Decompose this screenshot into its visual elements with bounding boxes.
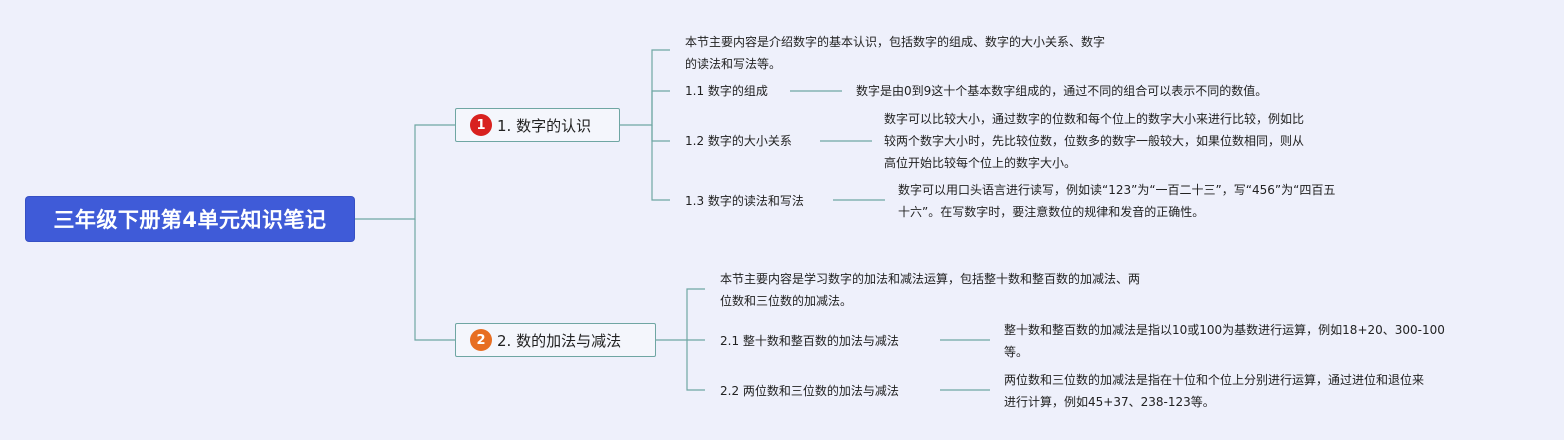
intro-line: 本节主要内容是介绍数字的基本认识，包括数字的组成、数字的大小关系、数字 [685, 35, 1106, 49]
detail-line: 数字可以比较大小，通过数字的位数和每个位上的数字大小来进行比较，例如比 [884, 112, 1305, 126]
detail-line: 较两个数字大小时，先比较位数，位数多的数字一般较大，如果位数相同，则从 [884, 134, 1305, 148]
detail-line: 整十数和整百数的加减法是指以10或100为基数进行运算，例如18+20、300-… [1004, 323, 1445, 337]
subtopic-1-1-detail: 数字是由0到9这十个基本数字组成的，通过不同的组合可以表示不同的数值。 [856, 80, 1267, 102]
subtopic-1-2[interactable]: 1.2 数字的大小关系 [685, 134, 792, 148]
detail-line: 十六”。在写数字时，要注意数位的规律和发音的正确性。 [898, 205, 1205, 219]
subtopic-2-1[interactable]: 2.1 整十数和整百数的加法与减法 [720, 334, 899, 348]
detail-line: 数字是由0到9这十个基本数字组成的，通过不同的组合可以表示不同的数值。 [856, 84, 1268, 98]
topic-node-1[interactable]: 1 1. 数字的认识 [455, 108, 620, 142]
subtopic-2-2[interactable]: 2.2 两位数和三位数的加法与减法 [720, 384, 899, 398]
number-badge-2: 2 [470, 329, 492, 351]
intro-line: 本节主要内容是学习数字的加法和减法运算，包括整十数和整百数的加减法、两 [720, 272, 1141, 286]
topic-1-intro: 本节主要内容是介绍数字的基本认识，包括数字的组成、数字的大小关系、数字 的读法和… [685, 31, 1105, 75]
number-badge-1: 1 [470, 114, 492, 136]
topic-label-1: 1. 数字的认识 [497, 116, 592, 135]
topic-2-intro: 本节主要内容是学习数字的加法和减法运算，包括整十数和整百数的加减法、两 位数和三… [720, 268, 1140, 312]
detail-line: 两位数和三位数的加减法是指在十位和个位上分别进行运算，通过进位和退位来 [1004, 373, 1425, 387]
detail-line: 进行计算，例如45+37、238-123等。 [1004, 395, 1215, 409]
detail-line: 等。 [1004, 345, 1029, 359]
topic-node-2[interactable]: 2 2. 数的加法与减法 [455, 323, 656, 357]
subtopic-1-2-detail: 数字可以比较大小，通过数字的位数和每个位上的数字大小来进行比较，例如比 较两个数… [884, 108, 1304, 174]
topic-label-2: 2. 数的加法与减法 [497, 331, 622, 350]
root-title: 三年级下册第4单元知识笔记 [53, 208, 327, 232]
intro-line: 位数和三位数的加减法。 [720, 294, 853, 308]
root-node[interactable]: 三年级下册第4单元知识笔记 [26, 197, 354, 241]
subtopic-2-1-detail: 整十数和整百数的加减法是指以10或100为基数进行运算，例如18+20、300-… [1004, 319, 1445, 363]
subtopic-1-3-detail: 数字可以用口头语言进行读写，例如读“123”为“一百二十三”，写“456”为“四… [898, 179, 1335, 223]
subtopic-1-1[interactable]: 1.1 数字的组成 [685, 84, 768, 98]
intro-line: 的读法和写法等。 [685, 57, 782, 71]
detail-line: 数字可以用口头语言进行读写，例如读“123”为“一百二十三”，写“456”为“四… [898, 183, 1336, 197]
detail-line: 高位开始比较每个位上的数字大小。 [884, 156, 1077, 170]
subtopic-1-3[interactable]: 1.3 数字的读法和写法 [685, 194, 804, 208]
subtopic-2-2-detail: 两位数和三位数的加减法是指在十位和个位上分别进行运算，通过进位和退位来 进行计算… [1004, 369, 1424, 413]
